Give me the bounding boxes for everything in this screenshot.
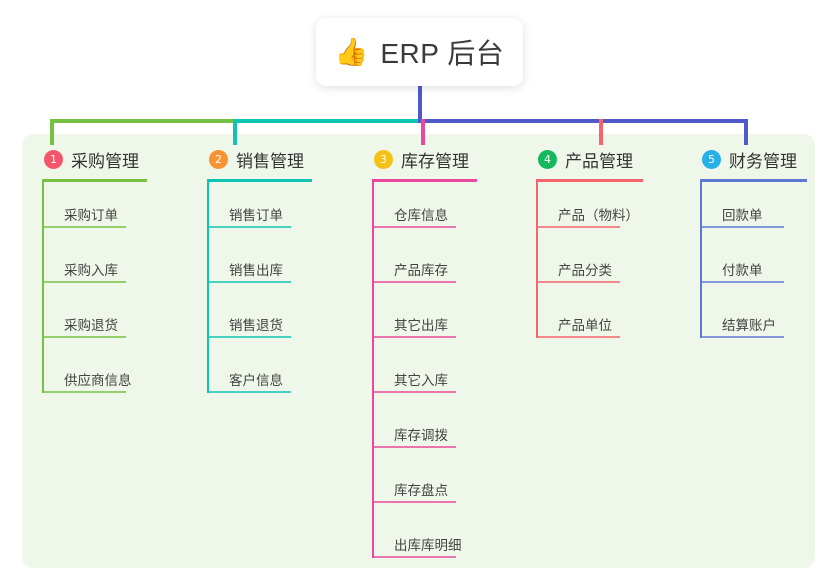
column-header-rule	[536, 179, 643, 182]
column-库存管理: 3 库存管理仓库信息产品库存其它出库其它入库库存调拨库存盘点出库库明细	[372, 146, 477, 567]
list-item-label: 销售退货	[229, 318, 283, 333]
connector-bar-blue	[421, 119, 748, 123]
list-item-rule	[700, 281, 784, 283]
connector-bar-green	[50, 119, 235, 123]
column-items: 销售订单销售出库销售退货客户信息	[207, 182, 312, 402]
connector-drop-3	[421, 119, 425, 145]
column-title: 产品管理	[565, 151, 633, 171]
column-财务管理: 5 财务管理回款单付款单结算账户	[700, 146, 807, 347]
list-item-rule	[700, 226, 784, 228]
list-item-rule	[372, 281, 456, 283]
column-header-销售管理[interactable]: 2 销售管理	[207, 146, 312, 172]
list-item-label: 销售出库	[229, 263, 283, 278]
column-spine	[372, 182, 374, 558]
list-item-label: 产品单位	[558, 318, 612, 333]
column-header-采购管理[interactable]: 1 采购管理	[42, 146, 147, 172]
column-items: 产品（物料） 产品分类产品单位	[536, 182, 643, 347]
connector-drop-5	[744, 119, 748, 145]
list-item-label: 产品分类	[558, 263, 612, 278]
column-badge-1: 1	[44, 149, 63, 169]
column-header-rule	[372, 179, 477, 182]
column-产品管理: 4 产品管理产品（物料） 产品分类产品单位	[536, 146, 643, 347]
column-title: 财务管理	[729, 151, 797, 171]
list-item-label: 结算账户	[722, 318, 776, 333]
list-item-rule	[372, 336, 456, 338]
root-node-content: 👍 ERP 后台	[335, 32, 504, 72]
list-item-rule	[700, 336, 784, 338]
connector-drop-2	[233, 119, 237, 145]
list-item-rule	[372, 501, 456, 503]
column-items: 回款单付款单结算账户	[700, 182, 807, 347]
list-item-label: 销售订单	[229, 208, 283, 223]
column-header-rule	[700, 179, 807, 182]
root-node[interactable]: 👍 ERP 后台	[316, 18, 523, 86]
list-item-label: 库存调拨	[394, 428, 448, 443]
list-item-label: 采购退货	[64, 318, 118, 333]
connector-drop-4	[599, 119, 603, 145]
list-item-rule	[207, 336, 291, 338]
list-item-rule	[372, 446, 456, 448]
column-items: 采购订单采购入库采购退货供应商信息	[42, 182, 147, 402]
column-header-财务管理[interactable]: 5 财务管理	[700, 146, 807, 172]
column-badge-5: 5	[702, 149, 721, 169]
list-item-label: 其它入库	[394, 373, 448, 388]
connector-root-stem	[418, 84, 422, 123]
list-item-label: 产品库存	[394, 263, 448, 278]
column-title: 销售管理	[236, 151, 304, 171]
list-item-rule	[372, 556, 456, 558]
list-item-rule	[372, 391, 456, 393]
list-item-label: 回款单	[722, 208, 763, 223]
list-item-rule	[42, 336, 126, 338]
list-item-label: 供应商信息	[64, 373, 132, 388]
list-item-rule	[372, 226, 456, 228]
column-badge-3: 3	[374, 149, 393, 169]
list-item-rule	[42, 281, 126, 283]
list-item-label: 采购订单	[64, 208, 118, 223]
list-item-label: 仓库信息	[394, 208, 448, 223]
list-item-label: 采购入库	[64, 263, 118, 278]
diagram-panel	[22, 134, 815, 568]
column-采购管理: 1 采购管理采购订单采购入库采购退货供应商信息	[42, 146, 147, 402]
list-item-label: 客户信息	[229, 373, 283, 388]
list-item-rule	[536, 226, 620, 228]
column-header-库存管理[interactable]: 3 库存管理	[372, 146, 477, 172]
connector-drop-1	[50, 119, 54, 145]
column-spine	[700, 182, 702, 338]
list-item-rule	[536, 281, 620, 283]
column-header-产品管理[interactable]: 4 产品管理	[536, 146, 643, 172]
list-item-rule	[207, 391, 291, 393]
list-item-label: 其它出库	[394, 318, 448, 333]
column-header-rule	[42, 179, 147, 182]
list-item-label: 产品（物料）	[558, 208, 639, 223]
column-销售管理: 2 销售管理销售订单销售出库销售退货客户信息	[207, 146, 312, 402]
list-item-rule	[42, 391, 126, 393]
connector-bar-teal	[233, 119, 423, 123]
column-header-rule	[207, 179, 312, 182]
list-item-label: 库存盘点	[394, 483, 448, 498]
list-item-rule	[42, 226, 126, 228]
thumbs-up-icon: 👍	[334, 36, 369, 67]
column-badge-2: 2	[209, 149, 228, 169]
column-badge-4: 4	[538, 149, 557, 169]
list-item-rule	[207, 281, 291, 283]
column-spine	[42, 182, 44, 393]
list-item-label: 付款单	[722, 263, 763, 278]
root-title: ERP 后台	[380, 38, 505, 69]
list-item-rule	[536, 336, 620, 338]
column-items: 仓库信息产品库存其它出库其它入库库存调拨库存盘点出库库明细	[372, 182, 477, 567]
list-item-rule	[207, 226, 291, 228]
list-item-label: 出库库明细	[394, 538, 462, 553]
column-spine	[536, 182, 538, 338]
column-title: 库存管理	[401, 151, 469, 171]
column-title: 采购管理	[71, 151, 139, 171]
column-spine	[207, 182, 209, 393]
